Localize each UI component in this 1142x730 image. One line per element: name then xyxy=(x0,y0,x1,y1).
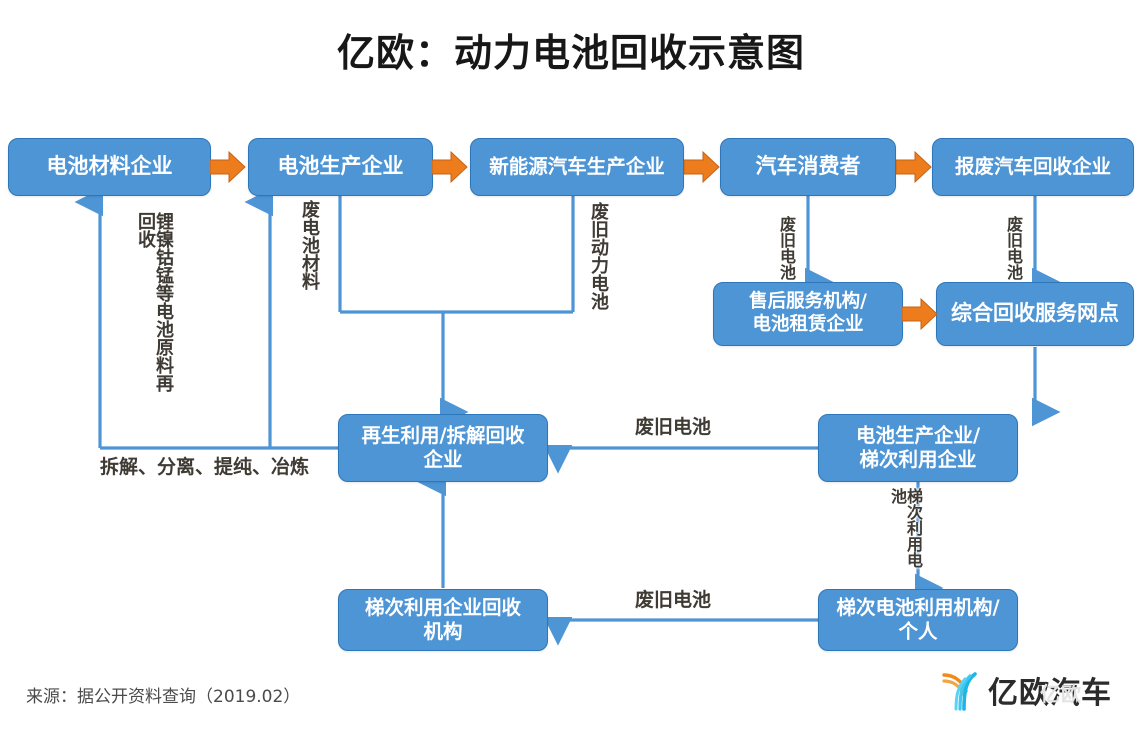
chevron-right-icon-2 xyxy=(432,150,468,184)
chevron-right-icon-5 xyxy=(902,297,938,331)
node-regeneration[interactable]: 再生利用/拆解回收 企业 xyxy=(338,414,548,482)
cascade-recycle-line-2: 机构 xyxy=(423,620,463,643)
chevron-right-icon-3 xyxy=(684,150,720,184)
node-cascade-recycle-org[interactable]: 梯次利用企业回收 机构 xyxy=(338,589,548,651)
label-waste-power-battery: 废旧动力电池 xyxy=(588,202,609,310)
node-nev-production[interactable]: 新能源汽车生产企业 xyxy=(470,138,684,196)
battery-cascade-line-1: 电池生产企业/ xyxy=(855,424,981,448)
brand-logo: 亿欧汽车 xyxy=(940,668,1112,712)
label-waste-battery-bottom: 废旧电池 xyxy=(635,589,712,611)
node-cascade-user[interactable]: 梯次电池利用机构/ 个人 xyxy=(818,589,1018,651)
node-after-sales[interactable]: 售后服务机构/ 电池租赁企业 xyxy=(713,282,903,346)
node-battery-material[interactable]: 电池材料企业 xyxy=(8,138,211,196)
page-title: 亿欧：动力电池回收示意图 xyxy=(336,31,805,75)
chevron-right-icon-4 xyxy=(896,150,932,184)
node-car-consumer[interactable]: 汽车消费者 xyxy=(720,138,896,196)
regeneration-line-2: 企业 xyxy=(423,448,463,471)
cascade-recycle-line-1: 梯次利用企业回收 xyxy=(364,596,521,620)
label-waste-battery-mid: 废旧电池 xyxy=(635,416,712,438)
node-battery-production[interactable]: 电池生产企业 xyxy=(248,138,433,196)
label-waste-battery-material: 废电池材料 xyxy=(299,200,320,290)
label-cascade-battery: 梯次利用电池 xyxy=(888,488,923,568)
node-scrap-car-recycling[interactable]: 报废汽车回收企业 xyxy=(932,138,1134,196)
after-sales-line-2: 电池租赁企业 xyxy=(752,314,864,335)
label-raw-material-recycle: 锂镍钴锰等电池原料再回收 xyxy=(135,212,174,392)
label-waste-battery-scrapcar: 废旧电池 xyxy=(1004,216,1023,280)
regeneration-line-1: 再生利用/拆解回收 xyxy=(361,424,525,448)
battery-cascade-line-2: 梯次利用企业 xyxy=(859,448,977,471)
after-sales-line-1: 售后服务机构/ xyxy=(749,291,867,313)
yiou-logo-icon xyxy=(942,672,977,711)
label-waste-battery-consumer: 废旧电池 xyxy=(777,216,796,280)
source-note: 来源：据公开资料查询（2019.02） xyxy=(26,687,301,707)
cascade-user-line-1: 梯次电池利用机构/ xyxy=(836,596,1000,620)
node-integrated-service[interactable]: 综合回收服务网点 xyxy=(936,282,1134,346)
cascade-user-line-2: 个人 xyxy=(898,620,938,643)
node-battery-cascade-enterprise[interactable]: 电池生产企业/ 梯次利用企业 xyxy=(818,414,1018,482)
watermark: 亿欧 xyxy=(1040,682,1082,706)
label-dismantle-process: 拆解、分离、提纯、冶炼 xyxy=(100,456,310,478)
logo-text: 亿欧汽车 xyxy=(988,676,1112,711)
chevron-right-icon-1 xyxy=(210,150,246,184)
